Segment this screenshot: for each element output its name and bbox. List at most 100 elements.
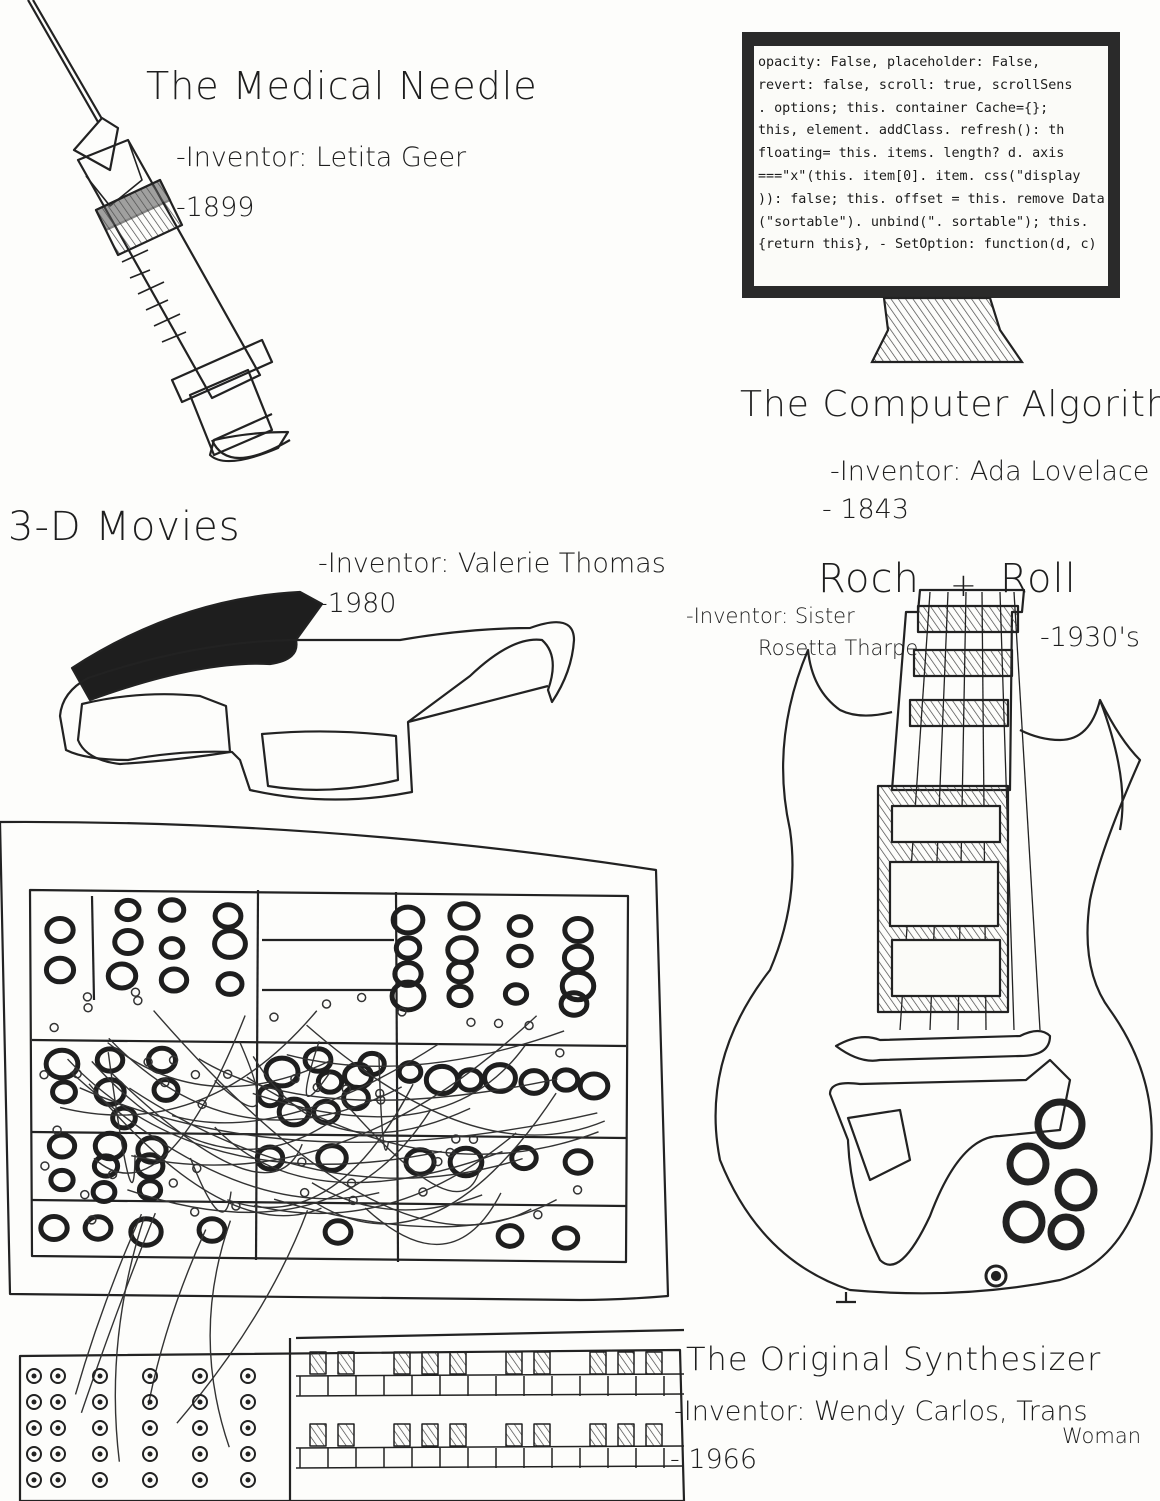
- knob-icon: [136, 1178, 164, 1202]
- patch-cable: [252, 1055, 471, 1134]
- jack-icon: [299, 1187, 310, 1198]
- algorithm-title: The Computer Algorithm: [740, 384, 1160, 425]
- jack-icon: [240, 1420, 256, 1436]
- code-line: opacity: False, placeholder: False,: [758, 55, 1041, 70]
- key: [505, 1423, 523, 1447]
- knob-icon: [561, 943, 595, 973]
- knob-icon: [128, 1216, 164, 1248]
- knob-icon: [506, 943, 534, 969]
- code-line: ("sortable"). unbind(". sortable"); this…: [758, 214, 1089, 230]
- knob-icon: [114, 897, 142, 923]
- key: [449, 1423, 467, 1447]
- key: [645, 1351, 663, 1375]
- code-line: this, element. addClass. refresh(): th: [758, 123, 1065, 139]
- rock-title-plus: +: [950, 566, 978, 604]
- jack-icon: [142, 1420, 158, 1436]
- knob-icon: [445, 935, 479, 965]
- patch-cable: [176, 1209, 309, 1424]
- jack-icon: [142, 1472, 158, 1488]
- key: [589, 1351, 607, 1375]
- knob-icon: [447, 901, 481, 931]
- patch-cable: [147, 1229, 207, 1406]
- rock-title-right: Roll: [1000, 556, 1077, 602]
- syringe-icon: [27, 0, 291, 463]
- rock-inventor-line1: -Inventor: Sister: [686, 604, 855, 628]
- patch-cable: [153, 1010, 532, 1226]
- key: [533, 1351, 551, 1375]
- knob-icon: [46, 1132, 78, 1160]
- key: [589, 1423, 607, 1447]
- patch-cable: [214, 1041, 259, 1108]
- jack-icon: [130, 987, 141, 997]
- key: [505, 1351, 523, 1375]
- jack-icon: [26, 1420, 42, 1436]
- jack-icon: [26, 1394, 42, 1410]
- knob-icon: [392, 960, 424, 988]
- jack-icon: [375, 1095, 386, 1105]
- jack-icon: [445, 1147, 455, 1158]
- knob-icon: [390, 904, 426, 936]
- jack-icon: [231, 1201, 241, 1211]
- jack-icon: [192, 1368, 208, 1384]
- synth-inventor-cont: Woman: [1062, 1424, 1142, 1448]
- jack-icon: [83, 1002, 93, 1013]
- jack-icon: [240, 1446, 256, 1462]
- jack-icon: [40, 1161, 50, 1171]
- knob-icon: [446, 983, 474, 1009]
- knob-icon: [495, 1223, 525, 1249]
- code-line: ==="x"(this. item[0]. item. css("display: [758, 168, 1081, 184]
- patch-cable: [305, 1041, 331, 1097]
- patch-cable: [131, 1015, 538, 1166]
- knob-icon: [158, 936, 186, 960]
- patch-cable: [273, 1198, 557, 1228]
- patch-cable: [108, 1070, 303, 1174]
- jack-icon: [524, 1020, 534, 1031]
- jack-icon: [240, 1472, 256, 1488]
- patch-cable: [93, 1015, 246, 1174]
- knob-icon: [196, 1216, 228, 1244]
- jack-icon: [192, 1472, 208, 1488]
- knob-icon: [158, 966, 190, 994]
- patch-cable: [74, 1213, 143, 1395]
- knob-icon: [212, 928, 248, 960]
- jack-icon: [92, 1394, 108, 1410]
- jack-icon: [133, 995, 143, 1006]
- jack-icon: [533, 1209, 543, 1220]
- rock-year: -1930's: [1040, 622, 1140, 653]
- code-line: . options; this. container Cache={};: [758, 100, 1049, 116]
- needle-year: -1899: [176, 192, 255, 223]
- knob-icon: [322, 1218, 354, 1246]
- jack-icon: [192, 1163, 202, 1174]
- knob-icon: [135, 1135, 169, 1165]
- knob-icon: [43, 955, 77, 985]
- patch-cable: [108, 1037, 403, 1121]
- patch-cable: [79, 1087, 598, 1143]
- needle-inventor: -Inventor: Letita Geer: [176, 142, 467, 173]
- jack-icon: [50, 1446, 66, 1462]
- patch-cable: [128, 1087, 523, 1179]
- knob-icon: [396, 1060, 424, 1084]
- knob-icon: [145, 1045, 179, 1075]
- key: [421, 1423, 439, 1447]
- rock-title-left: Roch: [818, 556, 920, 602]
- jack-icon: [341, 1084, 352, 1094]
- jack-icon: [50, 1368, 66, 1384]
- synth-title: The Original Synthesizer: [686, 1340, 1102, 1378]
- jack-icon: [397, 1007, 407, 1017]
- knob-icon: [562, 916, 594, 944]
- knob-icon: [43, 1047, 81, 1081]
- jack-icon: [312, 1082, 323, 1093]
- jack-icon: [493, 1018, 504, 1029]
- patch-cable: [107, 1052, 136, 1184]
- jack-icon: [26, 1472, 42, 1488]
- patch-cable: [114, 1216, 146, 1462]
- electric-guitar-icon: [714, 588, 1153, 1304]
- jack-icon: [468, 1134, 479, 1145]
- rock-inventor-line2: Rosetta Tharpe: [758, 636, 919, 660]
- knob-icon: [112, 927, 144, 957]
- jack-icon: [346, 1178, 357, 1188]
- key: [421, 1351, 439, 1375]
- patch-cable: [246, 1076, 599, 1155]
- movies-year: -1980: [318, 588, 397, 619]
- knob-icon: [562, 1148, 594, 1176]
